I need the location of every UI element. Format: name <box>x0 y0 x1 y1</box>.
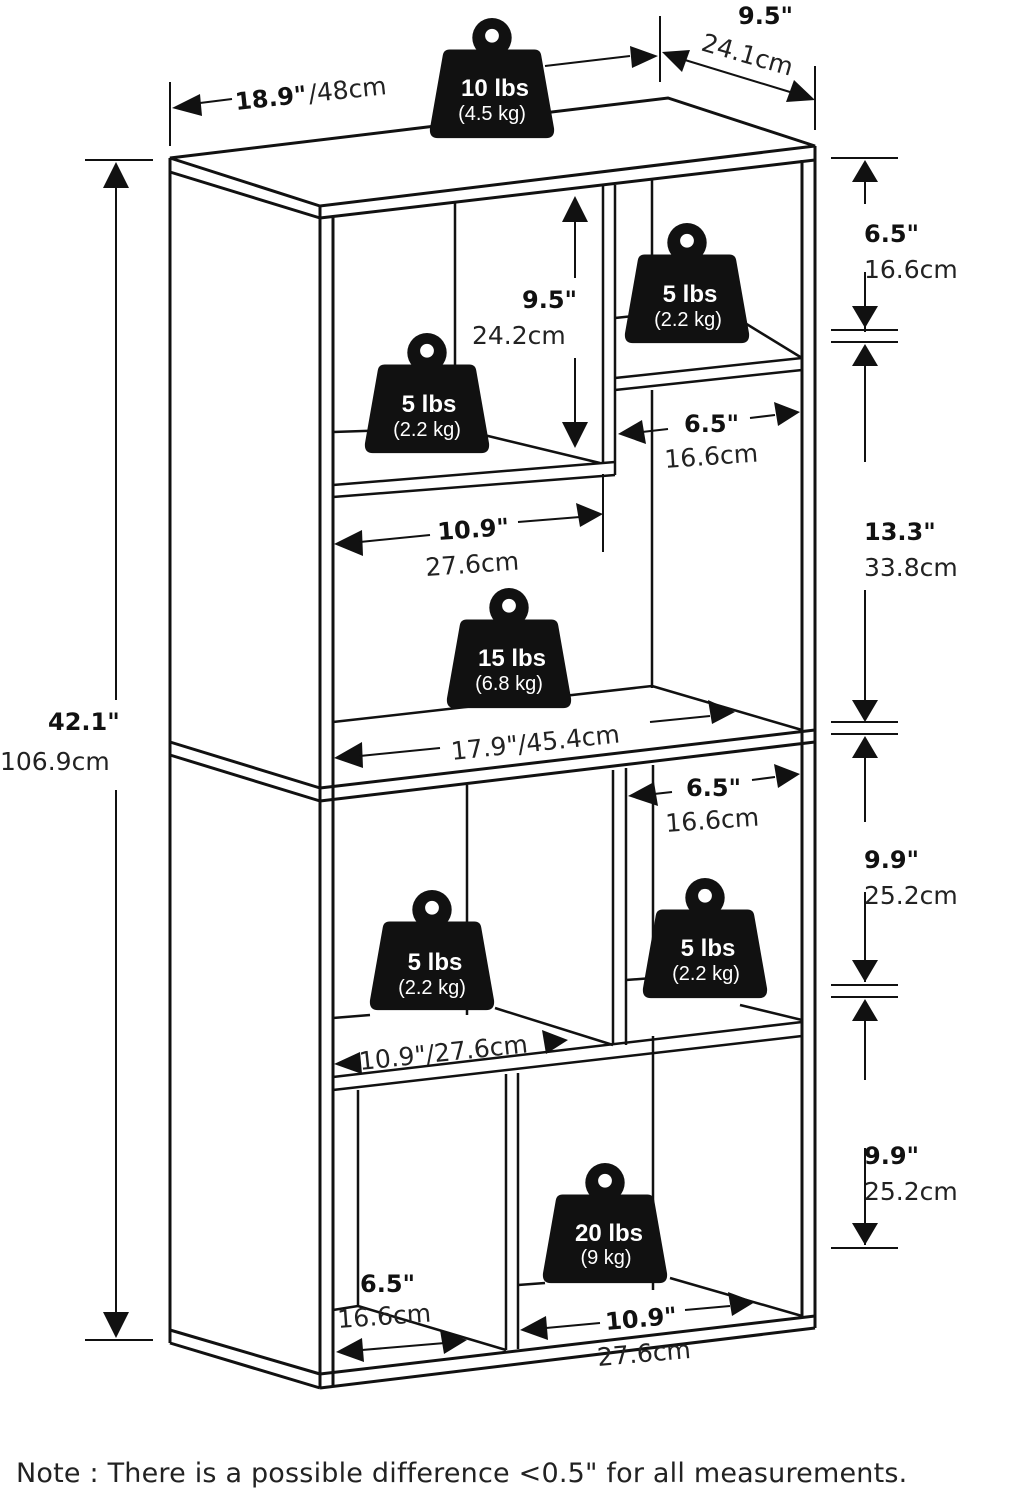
lower-right-width-in: 6.5" <box>686 774 741 802</box>
side-dim-3-in: 9.9" <box>864 846 919 874</box>
weight-lower-left-kg: (2.2 kg) <box>398 977 466 999</box>
overall-width-label: 18.9"/48cm <box>234 71 388 116</box>
middle-left-width-in: 10.9" <box>436 513 509 546</box>
weight-icon-upper-left: 5 lbs (2.2 kg) <box>364 333 490 454</box>
side-dim-2-in: 13.3" <box>864 518 936 546</box>
side-dim-3-cm: 25.2cm <box>864 881 958 910</box>
top-right-width-in: 6.5" <box>684 410 739 438</box>
weight-upper-left-lbs: 5 lbs <box>402 391 457 418</box>
overall-height-cm: 106.9cm <box>0 747 110 776</box>
weight-bottom-kg: (9 kg) <box>580 1247 631 1269</box>
weight-icon-upper-right: 5 lbs (2.2 kg) <box>624 223 750 344</box>
weight-middle-lbs: 15 lbs <box>478 645 546 672</box>
top-right-width-cm: 16.6cm <box>663 439 759 474</box>
bottom-right-width-in: 10.9" <box>604 1302 678 1336</box>
side-dim-4-cm: 25.2cm <box>864 1177 958 1206</box>
middle-left-width-cm: 27.6cm <box>424 547 520 582</box>
top-front-edge <box>169 170 321 220</box>
weight-upper-right-lbs: 5 lbs <box>663 281 718 308</box>
top-left-height-in: 9.5" <box>522 286 577 314</box>
overall-depth-in: 9.5" <box>738 2 793 30</box>
side-dim-1-cm: 16.6cm <box>864 255 958 284</box>
weight-lower-left-lbs: 5 lbs <box>408 949 463 976</box>
weight-icon-bottom: 20 lbs (9 kg) <box>542 1163 668 1284</box>
side-dim-1-in: 6.5" <box>864 220 919 248</box>
lower-left-width-label: 10.9"/27.6cm <box>358 1029 529 1076</box>
measurement-note: Note : There is a possible difference <0… <box>16 1458 908 1489</box>
side-dim-4-in: 9.9" <box>864 1142 919 1170</box>
side-dim-2-cm: 33.8cm <box>864 553 958 582</box>
dimension-lines <box>85 16 898 1362</box>
weight-middle-kg: (6.8 kg) <box>475 673 543 695</box>
weight-bottom-lbs: 20 lbs <box>575 1220 643 1247</box>
weight-top-lbs: 10 lbs <box>461 75 529 102</box>
bookcase-outline <box>168 96 817 1390</box>
weight-lower-right-kg: (2.2 kg) <box>672 963 740 985</box>
top-left-height-cm: 24.2cm <box>472 321 566 350</box>
overall-height-in: 42.1" <box>48 708 120 736</box>
weight-upper-left-kg: (2.2 kg) <box>393 419 461 441</box>
middle-full-width-label: 17.9"/45.4cm <box>450 719 621 766</box>
weight-top-kg: (4.5 kg) <box>458 103 526 125</box>
weight-icon-lower-right: 5 lbs (2.2 kg) <box>642 878 768 999</box>
weight-icon-lower-left: 5 lbs (2.2 kg) <box>369 890 495 1011</box>
lower-right-width-cm: 16.6cm <box>664 803 760 838</box>
bottom-left-width-cm: 16.6cm <box>336 1299 432 1334</box>
weight-icon-middle: 15 lbs (6.8 kg) <box>446 588 572 709</box>
overall-depth-cm: 24.1cm <box>698 28 796 82</box>
weight-upper-right-kg: (2.2 kg) <box>654 309 722 331</box>
weight-icon-top: 10 lbs (4.5 kg) <box>429 18 555 139</box>
weight-lower-right-lbs: 5 lbs <box>681 935 736 962</box>
bottom-left-width-in: 6.5" <box>360 1270 415 1298</box>
